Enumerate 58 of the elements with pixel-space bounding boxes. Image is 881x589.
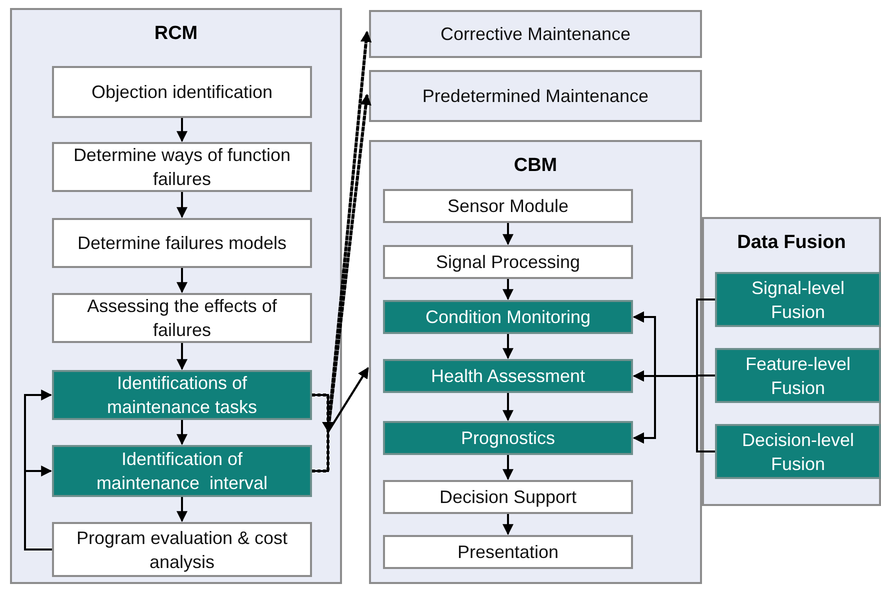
highlighted-box — [383, 300, 633, 334]
box-text: Signal Processing — [436, 251, 580, 274]
box-text: Condition Monitoring — [425, 306, 591, 329]
process-box — [383, 189, 633, 223]
process-box — [383, 480, 633, 514]
group-title: CBM — [512, 154, 558, 178]
arrow — [176, 497, 188, 522]
box-text: Objection identification — [91, 81, 273, 104]
process-box — [52, 522, 312, 577]
box-text: Predetermined Maintenance — [422, 85, 649, 108]
box-text: Assessing the effects of failures — [86, 295, 278, 342]
arrow — [176, 268, 188, 294]
box-text: Feature-level Fusion — [744, 352, 852, 400]
highlighted-box — [383, 421, 633, 455]
group-panel — [369, 140, 702, 584]
highlighted-box — [715, 272, 881, 327]
process-box — [52, 142, 312, 192]
arrow — [176, 343, 188, 370]
box-text: Presentation — [457, 541, 559, 564]
box-text: Corrective Maintenance — [440, 23, 631, 46]
arrow — [502, 334, 514, 360]
group-title: Data Fusion — [736, 231, 847, 255]
arrow — [502, 514, 514, 536]
process-box — [383, 245, 633, 279]
box-text: Decision-level Fusion — [740, 428, 856, 476]
process-box — [383, 535, 633, 569]
arrow — [176, 192, 188, 218]
arrow — [312, 367, 369, 472]
arrow — [502, 393, 514, 422]
group-title: RCM — [153, 22, 199, 46]
box-text: Determine ways of function failures — [72, 144, 292, 191]
arrow — [502, 455, 514, 480]
highlighted-box — [52, 445, 312, 497]
box-text: Health Assessment — [430, 365, 586, 388]
highlighted-box — [52, 370, 312, 420]
box-text: Signal-level Fusion — [750, 276, 846, 324]
process-box — [52, 66, 312, 118]
box-text: Program evaluation & cost analysis — [75, 526, 289, 574]
box-text: Sensor Module — [447, 195, 569, 218]
highlighted-box — [715, 348, 881, 403]
maintenance-box — [369, 70, 702, 122]
box-text: Prognostics — [460, 427, 556, 450]
arrow — [176, 118, 188, 142]
box-text: Identification of maintenance interval — [95, 448, 269, 495]
box-text: Identifications of maintenance tasks — [106, 372, 258, 419]
arrow — [176, 420, 188, 446]
arrow — [24, 466, 52, 550]
maintenance-box — [369, 10, 702, 58]
process-box — [52, 218, 312, 268]
highlighted-box — [715, 424, 881, 479]
box-text: Decision Support — [439, 486, 577, 509]
highlighted-box — [383, 359, 633, 393]
box-text: Determine failures models — [77, 232, 287, 255]
arrow — [502, 279, 514, 300]
process-box — [52, 293, 312, 343]
arrow — [502, 223, 514, 246]
group-panel — [702, 217, 881, 506]
group-panel — [10, 8, 342, 584]
